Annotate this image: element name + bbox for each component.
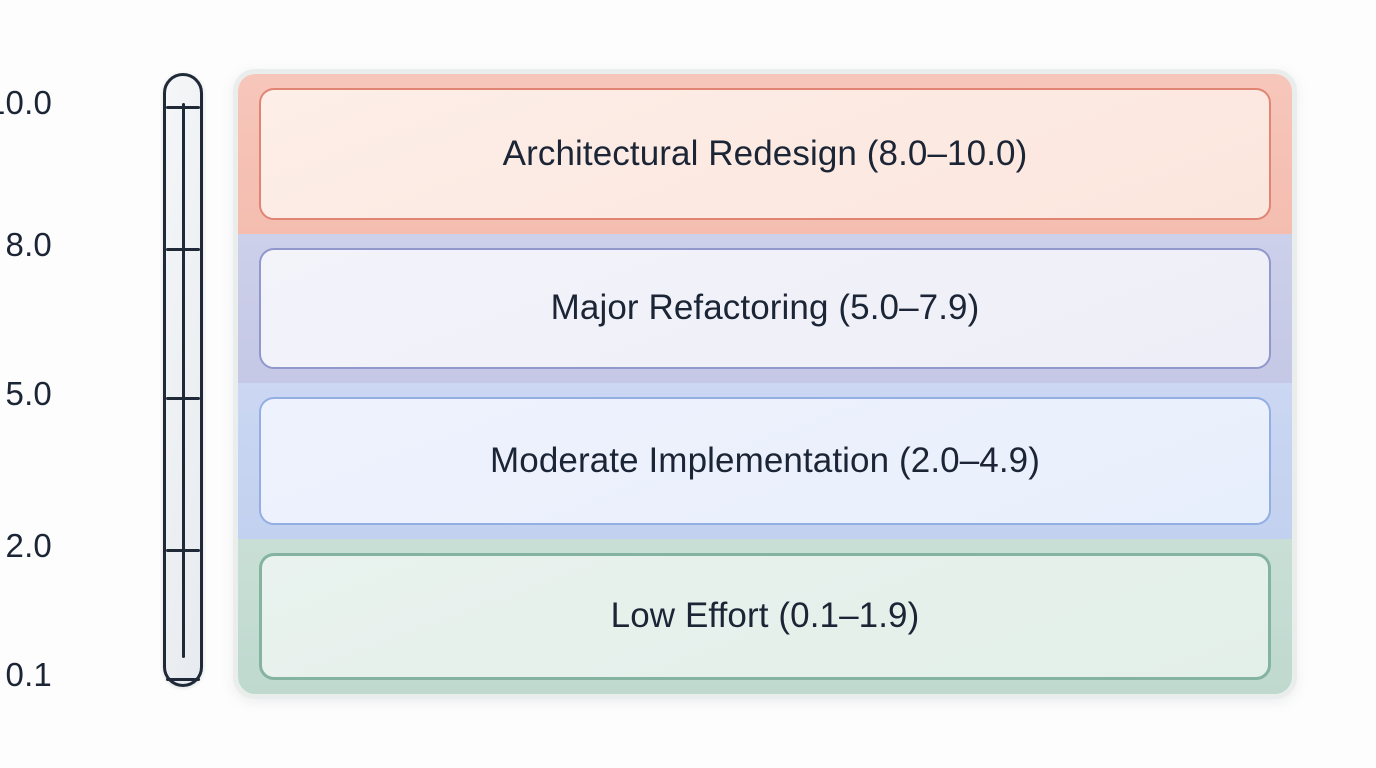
effort-band-moderate-implementation[interactable]: Moderate Implementation (2.0–4.9) [238,383,1292,539]
effort-bands-list: Architectural Redesign (8.0–10.0) Major R… [238,74,1292,694]
axis-capsule [163,73,203,687]
axis-tick-10-0 [166,106,200,109]
axis-tick-0-1 [166,678,200,681]
axis-label-0-1: 0.1 [5,656,52,693]
effort-band-architectural-redesign[interactable]: Architectural Redesign (8.0–10.0) [238,74,1292,234]
axis-label-2-0: 2.0 [5,527,52,564]
effort-band-label-moderate-implementation: Moderate Implementation (2.0–4.9) [490,440,1040,480]
axis-tick-2-0 [166,549,200,552]
effort-band-label-low-effort: Low Effort (0.1–1.9) [610,596,920,636]
axis-label-8-0: 8.0 [5,226,52,263]
effort-band-card-major-refactoring: Major Refactoring (5.0–7.9) [259,248,1271,369]
effort-band-major-refactoring[interactable]: Major Refactoring (5.0–7.9) [238,234,1292,383]
effort-band-card-low-effort: Low Effort (0.1–1.9) [259,553,1271,680]
effort-scale-axis: 10.0 8.0 5.0 2.0 0.1 [0,60,220,700]
axis-tick-5-0 [166,397,200,400]
axis-label-10-0: 10.0 [0,84,52,121]
axis-tick-8-0 [166,248,200,251]
effort-band-label-major-refactoring: Major Refactoring (5.0–7.9) [550,288,980,328]
axis-spine-line [181,103,185,658]
effort-band-low-effort[interactable]: Low Effort (0.1–1.9) [238,539,1292,694]
axis-label-5-0: 5.0 [5,375,52,412]
effort-bands-panel: Architectural Redesign (8.0–10.0) Major R… [233,69,1297,699]
effort-band-card-moderate-implementation: Moderate Implementation (2.0–4.9) [259,397,1271,525]
effort-band-card-architectural-redesign: Architectural Redesign (8.0–10.0) [259,88,1271,220]
effort-band-label-architectural-redesign: Architectural Redesign (8.0–10.0) [502,133,1028,173]
